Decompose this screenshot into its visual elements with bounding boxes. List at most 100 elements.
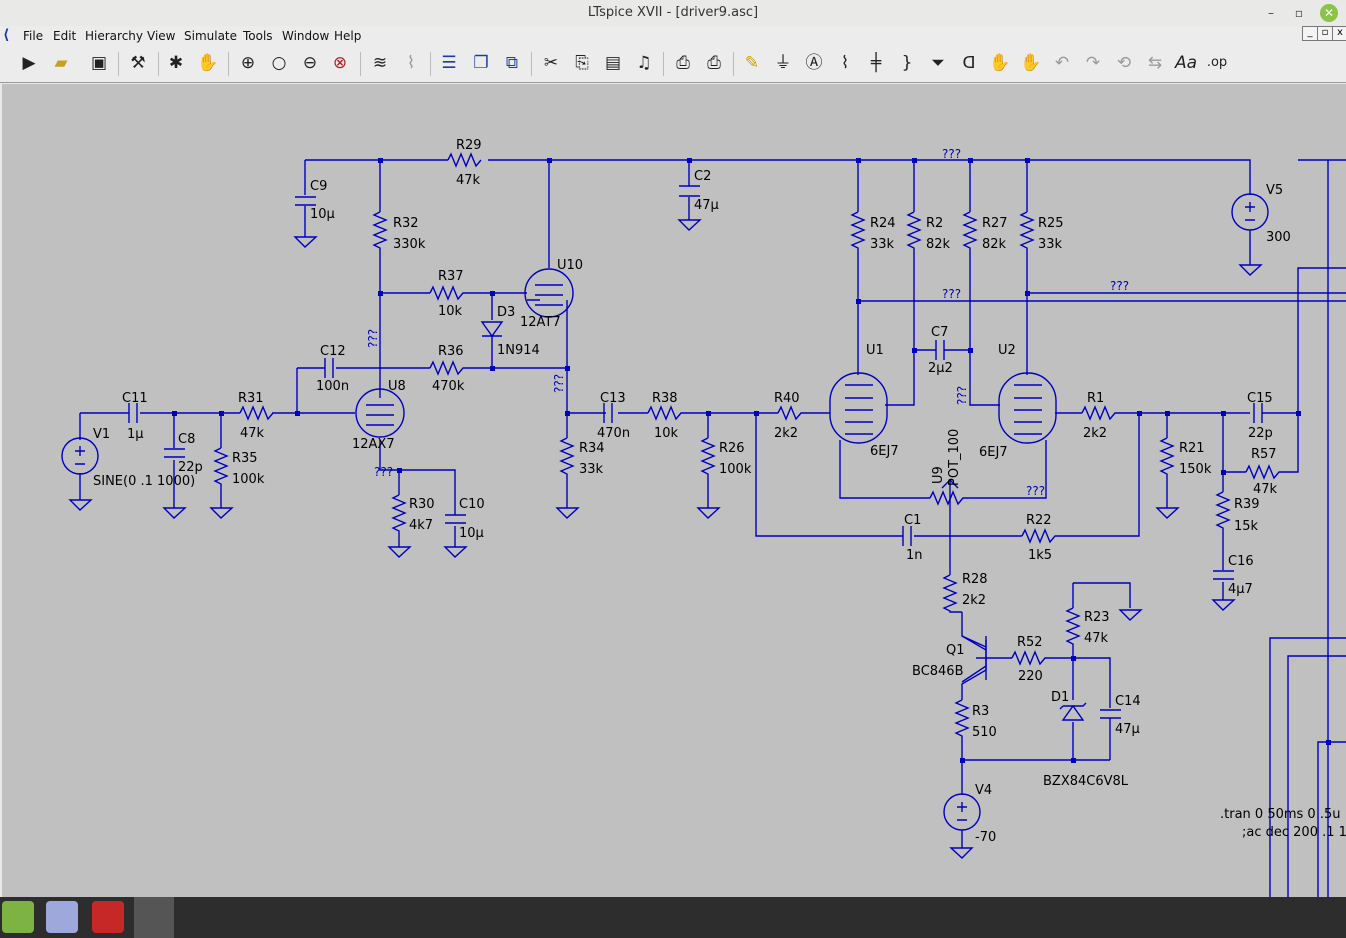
undo-icon[interactable]: ↶	[1054, 53, 1070, 73]
taskbar	[0, 897, 1346, 938]
menu-hierarchy[interactable]: Hierarchy	[85, 29, 144, 43]
resistor-r28	[942, 574, 962, 613]
halt-icon[interactable]: ✱	[168, 53, 184, 73]
text-icon[interactable]: Aa	[1174, 53, 1198, 73]
menu-tools[interactable]: Tools	[243, 29, 273, 43]
label-c7: C7	[931, 325, 948, 340]
resistor-r21	[1159, 437, 1175, 482]
close-window-icon[interactable]: ⧉	[505, 53, 519, 73]
value-c1: 1n	[906, 548, 923, 563]
save-icon[interactable]: ▣	[90, 53, 108, 73]
tube-u8	[355, 388, 405, 438]
zoom-in-icon[interactable]: ⊕	[240, 53, 256, 73]
net-label: ???	[552, 374, 566, 393]
label-net-icon[interactable]: Ⓐ	[805, 53, 823, 73]
capacitor-icon[interactable]: ╪	[870, 53, 882, 73]
resistor-r29	[447, 152, 482, 168]
menu-bar: ⟨ File Edit Hierarchy View Simulate Tool…	[0, 26, 1346, 46]
folder-icon[interactable]	[2, 901, 34, 933]
value-v4: -70	[975, 830, 996, 845]
value-r23: 47k	[1084, 631, 1109, 646]
cut-icon[interactable]: ✂	[543, 53, 559, 73]
print-icon[interactable]: ⎙	[676, 53, 690, 73]
label-r36: R36	[438, 344, 464, 359]
waveform-icon[interactable]: ⌇	[406, 53, 416, 73]
cascade-icon[interactable]: ❐	[473, 53, 489, 73]
value-d1: BZX84C6V8L	[1043, 774, 1129, 789]
tile-icon[interactable]: ☰	[441, 53, 457, 73]
label-c11: C11	[122, 391, 148, 406]
schematic-canvas[interactable]: R29 47k C9 10µ R32 330k C2 47µ R24 33k R…	[2, 84, 1346, 897]
mdi-close-button[interactable]: x	[1332, 26, 1346, 41]
minimize-button[interactable]: –	[1268, 6, 1274, 20]
run-icon[interactable]: ▶	[22, 53, 36, 73]
control-panel-icon[interactable]: ⚒	[130, 53, 146, 73]
text-editor-icon[interactable]	[46, 901, 78, 933]
inductor-icon[interactable]: }	[901, 53, 913, 73]
capacitor-c1	[902, 526, 912, 546]
mdi-minimize-button[interactable]: _	[1302, 26, 1318, 41]
value-c8: 22p	[178, 460, 203, 475]
ltspice-taskbar-icon[interactable]	[134, 897, 174, 938]
pan-icon[interactable]: ✋	[197, 53, 219, 73]
component-icon[interactable]: ᗡ	[962, 53, 976, 73]
tube-u1	[829, 372, 888, 444]
value-v1: SINE(0 .1 1000)	[93, 474, 195, 489]
value-r37: 10k	[438, 304, 463, 319]
label-r31: R31	[238, 391, 264, 406]
label-u8: U8	[388, 379, 406, 394]
label-c12: C12	[320, 344, 346, 359]
resistor-r1	[1081, 405, 1118, 421]
value-r57: 47k	[1253, 482, 1278, 497]
label-r32: R32	[393, 216, 419, 231]
zoom-out-icon[interactable]: ⊖	[302, 53, 318, 73]
restore-button[interactable]: ▫	[1294, 6, 1304, 20]
value-c14: 47µ	[1115, 722, 1140, 737]
open-icon[interactable]: ▰	[54, 53, 68, 73]
autorange-icon[interactable]: ≋	[372, 53, 388, 73]
value-r1: 2k2	[1083, 426, 1107, 441]
capacitor-c2	[679, 185, 700, 197]
copy-icon[interactable]: ⎘	[575, 53, 589, 73]
label-c13: C13	[600, 391, 626, 406]
resistor-icon[interactable]: ⌇	[840, 53, 850, 73]
wire-icon[interactable]: ✎	[744, 53, 760, 73]
capacitor-c13	[603, 403, 613, 423]
value-r38: 10k	[654, 426, 679, 441]
games-icon[interactable]	[92, 901, 124, 933]
tube-u10	[524, 268, 574, 318]
value-r36: 470k	[432, 379, 465, 394]
title-bar: LTspice XVII - [driver9.asc] – ▫ ✕	[0, 0, 1346, 27]
paste-icon[interactable]: ▤	[604, 53, 622, 73]
zoom-area-icon[interactable]: ○	[271, 53, 287, 73]
drag-icon[interactable]: ✋	[1020, 53, 1042, 73]
menu-window[interactable]: Window	[282, 29, 330, 43]
label-r24: R24	[870, 216, 896, 231]
menu-help[interactable]: Help	[334, 29, 362, 43]
mdi-restore-button[interactable]: ▫	[1317, 26, 1333, 41]
label-r27: R27	[982, 216, 1008, 231]
move-icon[interactable]: ✋	[989, 53, 1011, 73]
close-button[interactable]: ✕	[1320, 4, 1338, 22]
label-u2: U2	[998, 343, 1016, 358]
value-r21: 150k	[1179, 462, 1212, 477]
diode-icon[interactable]: ⏷	[931, 53, 945, 73]
resistor-r32	[372, 211, 388, 258]
menu-file[interactable]: File	[23, 29, 44, 43]
spice-directive-icon[interactable]: .op	[1206, 55, 1228, 70]
menu-simulate[interactable]: Simulate	[184, 29, 238, 43]
capacitor-c11	[128, 403, 138, 423]
value-c12: 100n	[316, 379, 349, 394]
ground	[293, 236, 318, 248]
value-c7: 2µ2	[928, 361, 953, 376]
value-r52: 220	[1018, 669, 1043, 684]
ground-icon[interactable]: ⏚	[774, 53, 792, 73]
menu-view[interactable]: View	[147, 29, 176, 43]
find-icon[interactable]: ♫	[636, 53, 652, 73]
mirror-icon[interactable]: ⇆	[1147, 53, 1163, 73]
menu-edit[interactable]: Edit	[53, 29, 77, 43]
print-setup-icon[interactable]: ⎙	[707, 53, 721, 73]
rotate-icon[interactable]: ⟲	[1116, 53, 1132, 73]
zoom-fit-icon[interactable]: ⊗	[332, 53, 348, 73]
redo-icon[interactable]: ↷	[1085, 53, 1101, 73]
